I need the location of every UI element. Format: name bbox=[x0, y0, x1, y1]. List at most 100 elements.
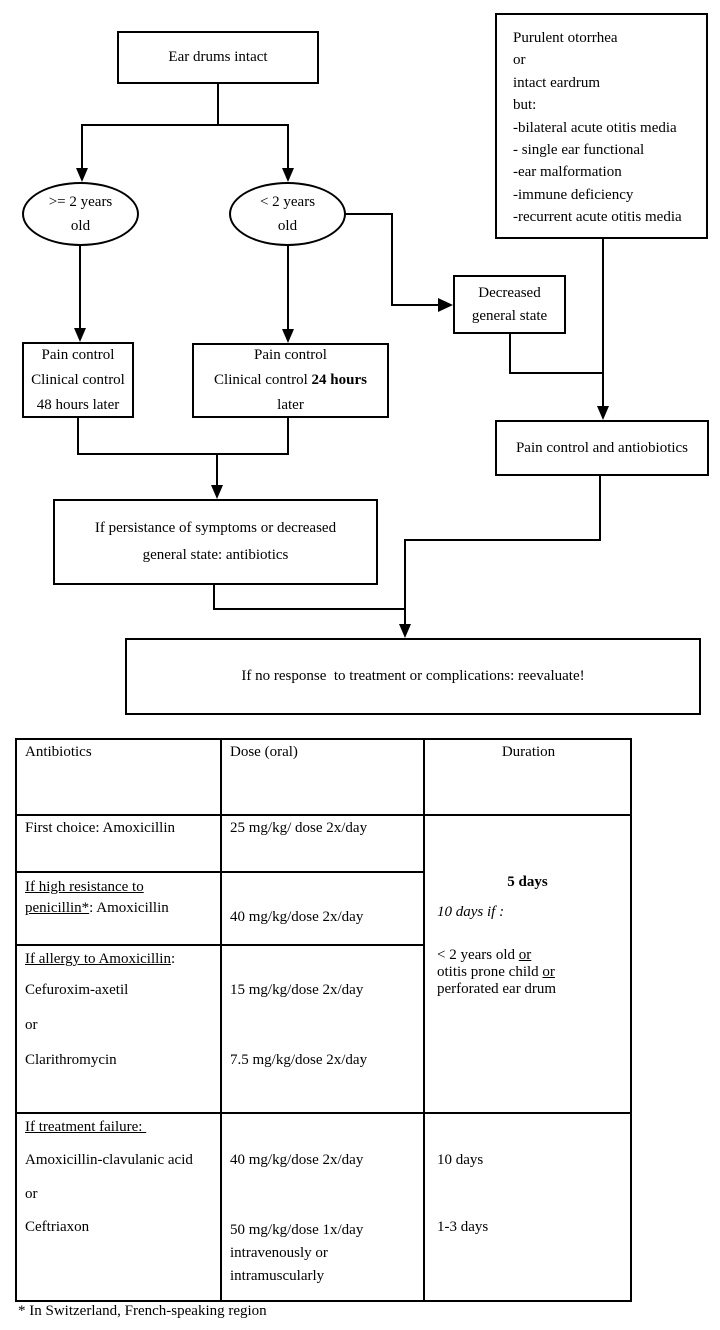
connector-line bbox=[287, 246, 289, 329]
node-pain-control-48h: Pain control Clinical control 48 hours l… bbox=[22, 342, 134, 418]
node-ear-drums-intact: Ear drums intact bbox=[117, 31, 319, 84]
dose-cell: 40 mg/kg/dose 2x/day bbox=[220, 871, 425, 946]
duration-conditions: < 2 years old or otitis prone child or p… bbox=[437, 947, 627, 998]
or-word: or bbox=[25, 1186, 38, 1202]
node-label: Clinical control 24 hours bbox=[214, 368, 367, 393]
node-pain-control-24h: Pain control Clinical control 24 hours l… bbox=[192, 343, 389, 418]
drug-name: Ceftriaxon bbox=[25, 1219, 90, 1235]
dose-value-multiline: 50 mg/kg/dose 1x/day intravenously or in… bbox=[230, 1219, 363, 1288]
table-row-first-choice: First choice: Amoxicillin 25 mg/kg/ dose… bbox=[15, 814, 632, 1114]
dose-line: intravenously or bbox=[230, 1245, 328, 1261]
node-label: general state bbox=[471, 307, 548, 324]
label-heading: If allergy to Amoxicillin: bbox=[25, 951, 175, 968]
connector-line bbox=[509, 372, 604, 374]
antibiotic-cell: First choice: Amoxicillin bbox=[15, 814, 222, 873]
connector-line bbox=[509, 333, 511, 374]
connector-line bbox=[77, 417, 79, 455]
arrowhead-down bbox=[76, 168, 88, 182]
connector-line bbox=[391, 304, 439, 306]
node-label: Clinical control bbox=[31, 371, 125, 388]
column-header-dose: Dose (oral) bbox=[220, 738, 425, 816]
node-pain-control-and-antibiotics: Pain control and antiobiotics bbox=[495, 420, 709, 476]
dose-cell: 40 mg/kg/dose 2x/day 50 mg/kg/dose 1x/da… bbox=[220, 1112, 425, 1302]
label-underlined: penicillin* bbox=[25, 900, 90, 916]
node-label: Pain control bbox=[254, 347, 327, 363]
connector-line bbox=[345, 213, 393, 215]
node-label: >= 2 years bbox=[48, 194, 113, 210]
connector-line bbox=[79, 246, 81, 328]
purulent-line: -recurrent acute otitis media bbox=[513, 209, 682, 226]
drug-name: Cefuroxim-axetil bbox=[25, 982, 129, 998]
arrowhead-down bbox=[282, 329, 294, 343]
condition-text: otitis prone child bbox=[437, 964, 543, 980]
duration-merged-cell: 5 days 10 days if : < 2 years old or oti… bbox=[423, 814, 632, 1114]
node-persistance-antibiotics: If persistance of symptoms or decreased … bbox=[53, 499, 378, 585]
connector-line bbox=[81, 124, 289, 126]
drug-name: Clarithromycin bbox=[25, 1052, 117, 1068]
purulent-line: -ear malformation bbox=[513, 164, 622, 181]
condition-text: perforated ear drum bbox=[437, 981, 557, 997]
connector-line bbox=[213, 608, 406, 610]
node-label: < 2 years bbox=[259, 194, 316, 210]
label-text: : Amoxicillin bbox=[89, 900, 169, 916]
node-label: old bbox=[277, 218, 298, 234]
node-reevaluate: If no response to treatment or complicat… bbox=[125, 638, 701, 715]
connector-line bbox=[599, 474, 601, 541]
condition-text: < 2 years old bbox=[437, 947, 519, 963]
antibiotic-cell: If treatment failure: Amoxicillin-clavul… bbox=[15, 1112, 222, 1302]
footnote: * In Switzerland, French-speaking region bbox=[18, 1303, 267, 1319]
column-header-antibiotics: Antibiotics bbox=[15, 738, 222, 816]
dose-line: intramuscularly bbox=[230, 1268, 325, 1284]
node-label: 48 hours later bbox=[36, 396, 120, 413]
connector-line bbox=[404, 539, 406, 624]
duration-cell: 10 days 1-3 days bbox=[423, 1112, 632, 1302]
purulent-line: or bbox=[513, 52, 526, 69]
arrowhead-right bbox=[438, 298, 453, 312]
dose-line: 50 mg/kg/dose 1x/day bbox=[230, 1222, 364, 1238]
antibiotics-table: Antibiotics Dose (oral) Duration First c… bbox=[15, 738, 632, 1302]
node-label: Decreased bbox=[478, 284, 541, 301]
connector-line bbox=[287, 417, 289, 455]
node-label: Pain control and antiobiotics bbox=[515, 439, 689, 456]
purulent-line: Purulent otorrhea bbox=[513, 30, 618, 46]
connector-line bbox=[216, 453, 218, 485]
node-label: Ear drums intact bbox=[168, 49, 268, 65]
dose-value: 7.5 mg/kg/dose 2x/day bbox=[230, 1052, 368, 1068]
purulent-line: intact eardrum bbox=[513, 74, 601, 91]
node-decreased-general-state: Decreased general state bbox=[453, 275, 566, 334]
or-word: or bbox=[25, 1017, 38, 1033]
label-heading: If treatment failure: bbox=[25, 1119, 146, 1136]
duration-5-days: 5 days bbox=[507, 874, 548, 890]
purulent-line: but: bbox=[513, 97, 537, 114]
dose-value: 40 mg/kg/dose 2x/day bbox=[230, 1152, 364, 1168]
label-text: : bbox=[170, 951, 176, 967]
dose-cell: 25 mg/kg/ dose 2x/day bbox=[220, 814, 425, 873]
table-row-high-resistance: If high resistance to penicillin*: Amoxi… bbox=[15, 871, 631, 946]
condition-or: or bbox=[542, 964, 555, 980]
node-label: old bbox=[70, 218, 91, 234]
node-label: Pain control bbox=[41, 346, 115, 363]
purulent-line: -immune deficiency bbox=[513, 186, 634, 203]
connector-line bbox=[217, 83, 219, 125]
table-row-treatment-failure: If treatment failure: Amoxicillin-clavul… bbox=[15, 1112, 632, 1302]
dose-value: 15 mg/kg/dose 2x/day bbox=[230, 982, 364, 998]
label-underlined: If treatment failure: bbox=[25, 1119, 147, 1135]
connector-line bbox=[404, 539, 601, 541]
arrowhead-down bbox=[211, 485, 223, 499]
drug-name: Amoxicillin-clavulanic acid bbox=[25, 1152, 193, 1168]
connector-line bbox=[287, 124, 289, 168]
arrowhead-down bbox=[282, 168, 294, 182]
connector-line bbox=[81, 124, 83, 168]
node-lt-2-years-old: < 2 years old bbox=[229, 182, 346, 246]
connector-line bbox=[213, 584, 215, 610]
node-ge-2-years-old: >= 2 years old bbox=[22, 182, 139, 246]
node-label: general state: antibiotics bbox=[142, 547, 289, 563]
duration-value: 10 days bbox=[437, 1152, 484, 1168]
purulent-line: -bilateral acute otitis media bbox=[513, 119, 677, 136]
connector-line bbox=[602, 239, 604, 407]
condition-or: or bbox=[518, 947, 532, 963]
node-purulent-otorrhea: Purulent otorrhea or intact eardrum but:… bbox=[495, 13, 708, 239]
node-label: If no response to treatment or complicat… bbox=[241, 668, 585, 684]
antibiotic-cell: If allergy to Amoxicillin: Cefuroxim-axe… bbox=[15, 944, 222, 1114]
